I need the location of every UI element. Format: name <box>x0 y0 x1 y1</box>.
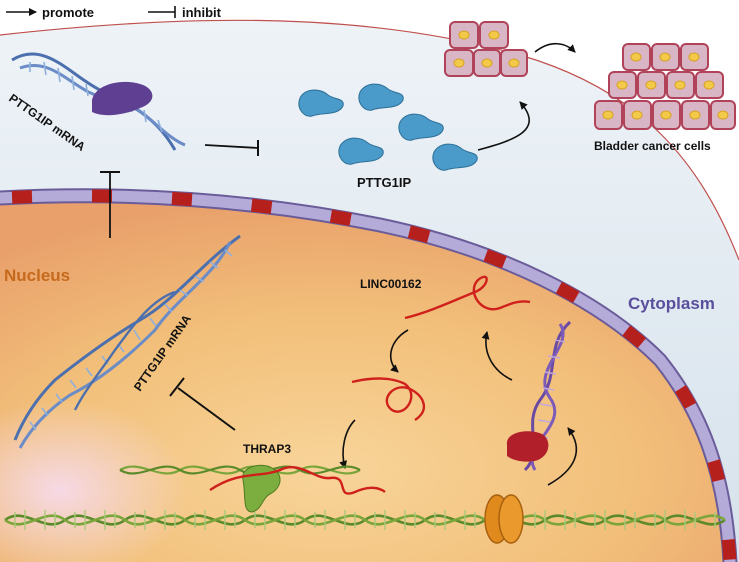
cytoplasm-label: Cytoplasm <box>628 294 715 313</box>
bladder-cancer-cells-label: Bladder cancer cells <box>594 139 711 153</box>
protein-shape <box>398 113 444 141</box>
legend-inhibit-label: inhibit <box>182 5 222 20</box>
promote-transcription-up <box>547 427 578 486</box>
promote-lncrna-1-to-2 <box>389 329 409 373</box>
lncrna-molecule-1 <box>404 275 531 320</box>
legend-promote-label: promote <box>42 5 94 20</box>
linc00162-label: LINC00162 <box>360 277 422 291</box>
promote-cell-growth <box>534 42 576 53</box>
rna-polymerase <box>484 494 524 544</box>
promote-protein-to-cells <box>477 101 530 151</box>
inhibit-mrna-to-protein <box>204 140 259 156</box>
promote-lncrna-2-to-dna <box>339 419 356 469</box>
protein-shape <box>338 137 384 165</box>
upper-dna-strand <box>119 465 361 475</box>
promote-transcription-to-lncrna <box>481 331 513 381</box>
protein-shape <box>432 143 478 171</box>
lncrna-molecule-2 <box>351 377 426 421</box>
large-cell-nuclei <box>602 52 729 120</box>
small-cell-nuclei <box>453 30 520 68</box>
thrap3-protein <box>242 464 281 513</box>
inhibit-export <box>100 171 120 238</box>
inhibit-thrap3-to-mrna <box>169 377 236 431</box>
nucleus-glow <box>0 400 190 562</box>
red-protein-helix <box>506 431 549 462</box>
genomic-dna-helix <box>4 510 726 530</box>
lncrna-bound-to-dna <box>209 466 386 495</box>
nuclear-membrane <box>0 188 738 562</box>
pttg1ip-proteins <box>298 83 478 171</box>
cytoplasm-outline <box>0 19 739 261</box>
pttg1ip-protein-label: PTTG1IP <box>357 175 412 190</box>
nucleus-label: Nucleus <box>4 266 70 285</box>
nucleus-mrna-strand <box>13 234 241 449</box>
legend: promote inhibit <box>6 5 222 20</box>
protein-shape <box>358 83 404 111</box>
thrap3-label: THRAP3 <box>243 442 291 456</box>
legend-inhibit-symbol <box>148 6 176 18</box>
ribosome-protein-top <box>92 81 153 116</box>
protein-shape <box>298 89 344 117</box>
